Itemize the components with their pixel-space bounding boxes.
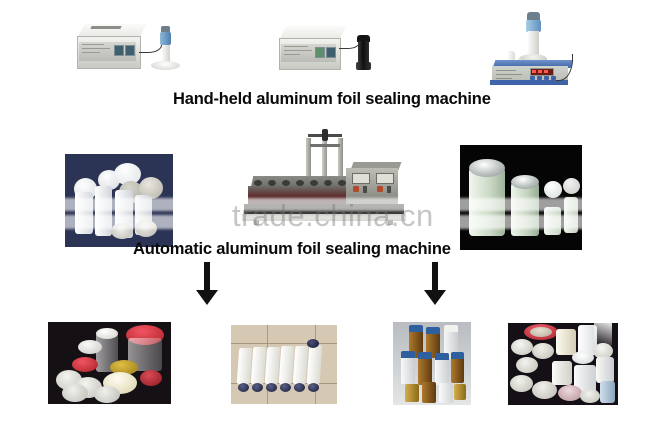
photo-handheld-sealer-with-wand	[277, 22, 392, 80]
arrow-down-left	[196, 262, 218, 306]
photo-automatic-conveyor-sealer	[240, 128, 415, 240]
photo-white-containers-on-tile	[231, 325, 337, 404]
photo-assorted-caps-and-foil-liners	[508, 323, 618, 405]
photo-amber-and-clear-vials	[393, 322, 471, 405]
photo-jars-with-red-and-yellow-caps	[48, 322, 171, 404]
photo-handheld-sealer-with-stand	[75, 18, 200, 80]
caption-automatic: Automatic aluminum foil sealing machine	[133, 240, 451, 258]
photo-bench-top-sealer-blue	[486, 10, 586, 88]
caption-handheld: Hand-held aluminum foil sealing machine	[173, 90, 491, 108]
arrow-down-right	[424, 262, 446, 306]
photo-foil-caps-blue-background	[65, 154, 173, 247]
photo-sealed-bottles-black-background	[460, 145, 582, 250]
